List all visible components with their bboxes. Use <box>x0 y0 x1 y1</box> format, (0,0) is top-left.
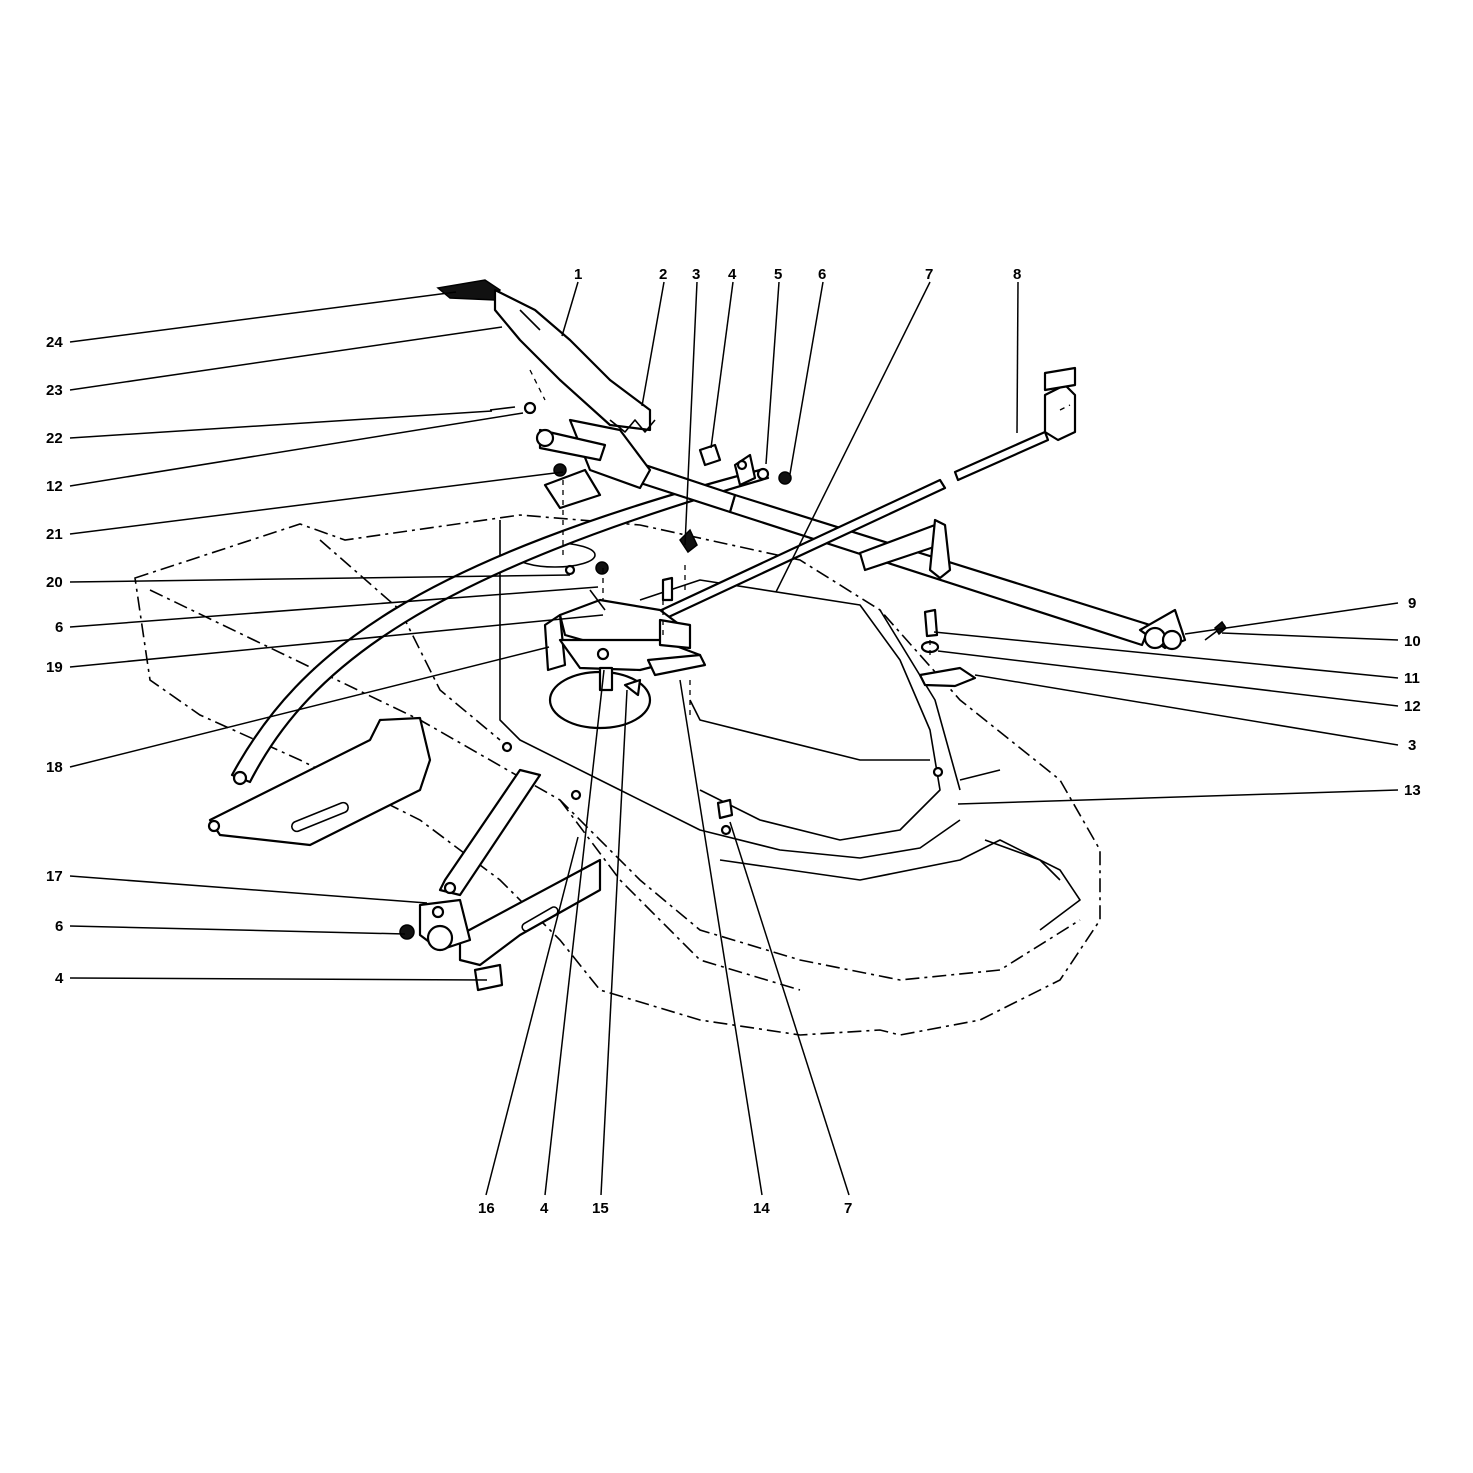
callout-17: 17 <box>46 868 63 885</box>
callout-18: 18 <box>46 759 63 776</box>
left-hanger-plate <box>207 716 432 847</box>
callout-9: 9 <box>1408 595 1416 612</box>
leader-lines <box>69 281 1399 1196</box>
assembly-guides <box>529 369 1071 720</box>
cross-shaft <box>623 458 1187 651</box>
front-lift-link <box>399 768 542 992</box>
callout-10: 10 <box>1404 633 1421 650</box>
callout-15: 15 <box>592 1200 609 1217</box>
callout-3-right: 3 <box>1408 737 1416 754</box>
lift-handle <box>436 279 656 510</box>
callout-2: 2 <box>659 266 667 283</box>
callout-4-bottom: 4 <box>540 1200 549 1217</box>
callout-6: 6 <box>818 266 826 283</box>
callout-5: 5 <box>774 266 782 283</box>
callout-4-lower: 4 <box>55 970 64 987</box>
rear-lift-rod <box>230 467 770 786</box>
callout-14: 14 <box>753 1200 770 1217</box>
callout-19: 19 <box>46 659 63 676</box>
callout-21: 21 <box>46 526 63 543</box>
callout-labels: 1 2 3 4 5 6 7 8 24 23 22 12 21 20 6 19 1… <box>46 266 1421 1217</box>
front-hanger-plate <box>458 858 602 967</box>
callout-4: 4 <box>728 266 737 283</box>
mower-deck <box>134 514 1101 1036</box>
callout-23: 23 <box>46 382 63 399</box>
callout-12-left: 12 <box>46 478 63 495</box>
callout-24: 24 <box>46 334 63 351</box>
callout-1: 1 <box>574 266 582 283</box>
callout-7: 7 <box>925 266 933 283</box>
callout-12-right: 12 <box>1404 698 1421 715</box>
callout-22: 22 <box>46 430 63 447</box>
callout-6-left: 6 <box>55 619 63 636</box>
callout-6-lower: 6 <box>55 918 63 935</box>
callout-7-bottom: 7 <box>844 1200 852 1217</box>
idler-bracket <box>543 561 707 697</box>
callout-8: 8 <box>1013 266 1021 283</box>
callout-11: 11 <box>1404 670 1420 687</box>
shaft-fittings <box>679 443 792 554</box>
callout-3: 3 <box>692 266 700 283</box>
callout-16: 16 <box>478 1200 495 1217</box>
callout-13: 13 <box>1404 782 1421 799</box>
callout-20: 20 <box>46 574 63 591</box>
